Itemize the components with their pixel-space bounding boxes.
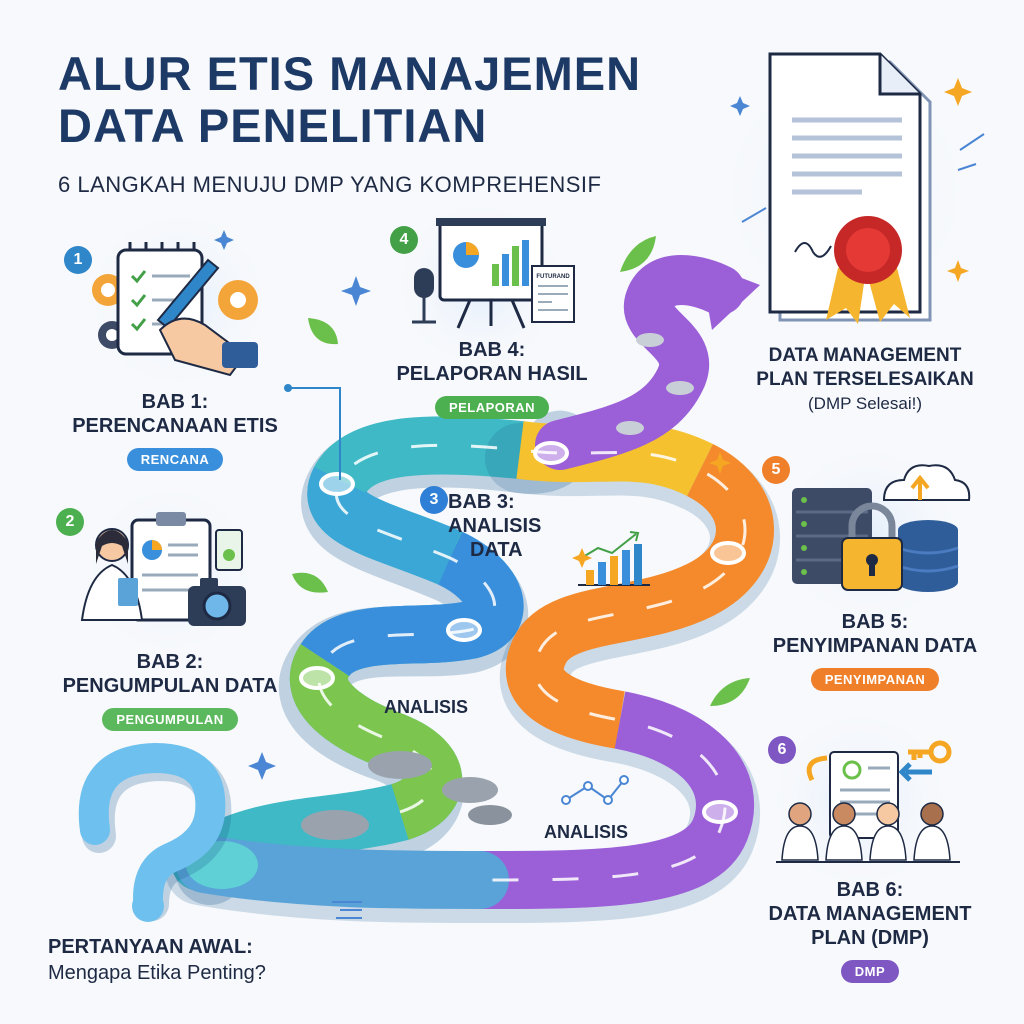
title-line-1: ALUR ETIS MANAJEMEN bbox=[58, 47, 642, 100]
milestone-ring bbox=[319, 472, 355, 496]
step-6-chapter: BAB 6: bbox=[836, 879, 904, 901]
step-6-number: 6 bbox=[768, 736, 796, 764]
stepping-stone bbox=[301, 810, 369, 840]
milestone-ring bbox=[446, 618, 482, 642]
finish-arrow-icon bbox=[700, 262, 760, 330]
presentation-board-icon: FUTURAND bbox=[412, 218, 575, 329]
step-3-title-2: DATA bbox=[470, 539, 523, 561]
step-4-badge: PELAPORAN bbox=[434, 396, 550, 419]
step-3-number: 3 bbox=[420, 486, 448, 514]
data-collection-icon bbox=[80, 512, 246, 626]
checklist-icon bbox=[92, 242, 258, 377]
stepping-stone bbox=[468, 805, 512, 825]
step-2: BAB 2: PENGUMPULAN DATA PENGUMPULAN bbox=[30, 650, 310, 731]
step-2-badge: PENGUMPULAN bbox=[102, 708, 238, 731]
step-6: BAB 6: DATA MANAGEMENT PLAN (DMP) DMP bbox=[745, 878, 995, 983]
question-heading: PERTANYAAN AWAL: bbox=[48, 936, 253, 958]
path-label-analisis-1: ANALISIS bbox=[384, 697, 469, 717]
step-5-number: 5 bbox=[762, 456, 790, 484]
step-6-title-2: PLAN (DMP) bbox=[811, 927, 929, 949]
newspaper-headline: FUTURAND bbox=[536, 274, 570, 280]
step-1-badge: RENCANA bbox=[126, 448, 224, 471]
finish-label: DATA MANAGEMENT PLAN TERSELESAIKAN (DMP … bbox=[730, 344, 1000, 416]
step-5-chapter: BAB 5: bbox=[841, 611, 909, 633]
stepping-stone bbox=[368, 751, 432, 779]
secure-storage-icon bbox=[792, 464, 971, 592]
step-4-number: 4 bbox=[390, 226, 418, 254]
winding-path bbox=[165, 255, 780, 924]
question-mark-icon bbox=[78, 742, 232, 922]
step-4-title: PELAPORAN HASIL bbox=[396, 363, 588, 385]
step-3: BAB 3: ANALISIS DATA bbox=[448, 490, 578, 562]
step-2-number: 2 bbox=[56, 508, 84, 536]
sparkle-icon bbox=[214, 96, 750, 780]
step-1-title: PERENCANAAN ETIS bbox=[72, 415, 278, 437]
step-5-title: PENYIMPANAN DATA bbox=[772, 635, 978, 657]
step-1-number: 1 bbox=[64, 246, 92, 274]
page-subtitle: 6 LANGKAH MENUJU DMP YANG KOMPREHENSIF bbox=[58, 172, 602, 197]
step-5: BAB 5: PENYIMPANAN DATA PENYIMPANAN bbox=[750, 610, 1000, 691]
milestone-ring bbox=[702, 800, 738, 824]
step-1: BAB 1: PERENCANAAN ETIS RENCANA bbox=[40, 390, 310, 471]
network-icon bbox=[561, 775, 629, 805]
opening-question: PERTANYAAN AWAL: Mengapa Etika Penting? bbox=[48, 934, 368, 986]
finish-line-3: (DMP Selesai!) bbox=[808, 394, 922, 413]
analysis-chart-icon bbox=[577, 531, 650, 586]
document-seal-icon bbox=[768, 52, 932, 324]
page-title: ALUR ETIS MANAJEMEN DATA PENELITIAN bbox=[58, 48, 758, 152]
question-mark-curve bbox=[78, 742, 226, 913]
question-text: Mengapa Etika Penting? bbox=[48, 962, 266, 984]
team-dmp-icon bbox=[776, 740, 960, 863]
step-3-chapter: BAB 3: bbox=[448, 491, 515, 513]
stepping-stone bbox=[442, 777, 498, 803]
leaf-icon bbox=[292, 236, 750, 706]
finish-line-2: PLAN TERSELESAIKAN bbox=[756, 369, 974, 390]
finish-line-1: DATA MANAGEMENT bbox=[768, 345, 962, 366]
step-4: BAB 4: PELAPORAN HASIL PELAPORAN bbox=[372, 338, 612, 419]
step-2-title: PENGUMPULAN DATA bbox=[62, 675, 278, 697]
sparkle-icon bbox=[572, 78, 972, 568]
step-4-chapter: BAB 4: bbox=[458, 339, 526, 361]
title-line-2: DATA PENELITIAN bbox=[58, 99, 488, 152]
path-label-analisis-2: ANALISIS bbox=[544, 822, 629, 842]
milestone-ring bbox=[710, 541, 746, 565]
step-6-title: DATA MANAGEMENT bbox=[768, 903, 972, 925]
step-5-badge: PENYIMPANAN bbox=[810, 668, 940, 691]
step-2-chapter: BAB 2: bbox=[136, 651, 204, 673]
step-3-title: ANALISIS bbox=[448, 515, 542, 537]
step-6-badge: DMP bbox=[840, 960, 900, 983]
step-1-chapter: BAB 1: bbox=[141, 391, 209, 413]
milestone-ring bbox=[533, 441, 569, 465]
milestone-ring bbox=[299, 666, 335, 690]
